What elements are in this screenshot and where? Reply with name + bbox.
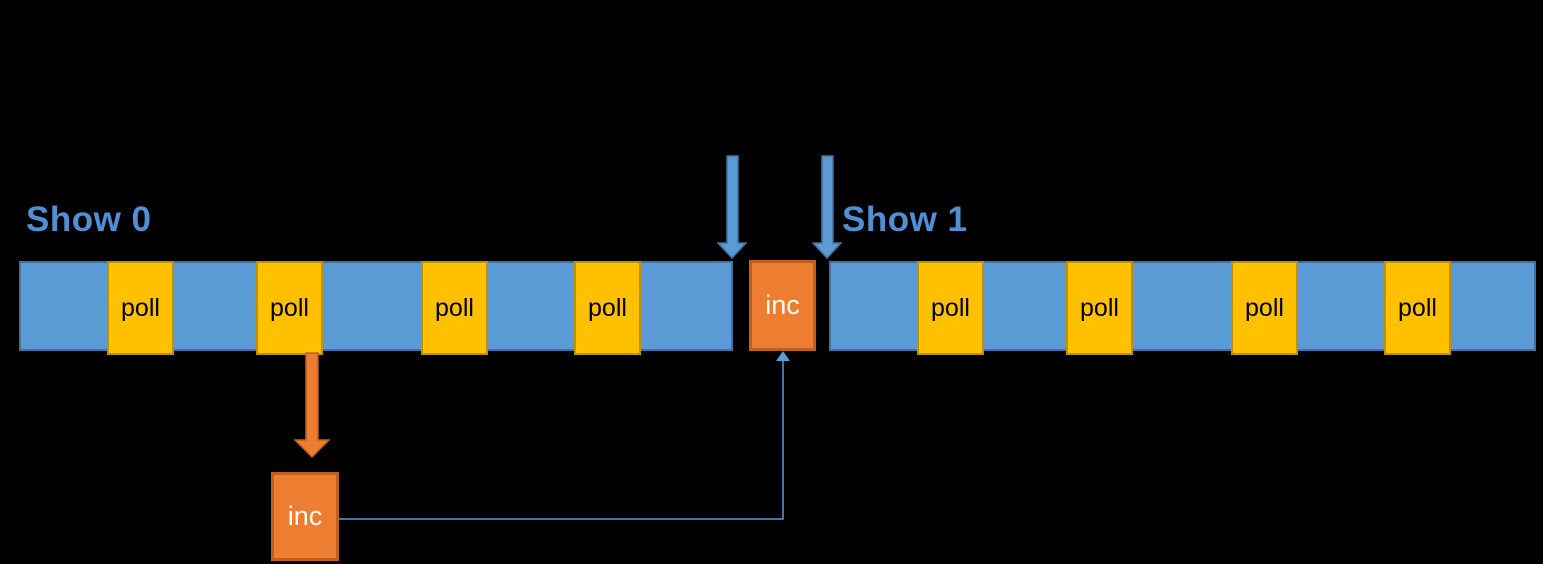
poll-box: poll: [421, 261, 488, 355]
poll-to-inc-arrow-icon: [294, 352, 330, 458]
down-arrow-icon: [717, 155, 747, 259]
timeline-show-0: poll poll poll poll: [19, 261, 733, 355]
inc-box-detached: inc: [271, 472, 339, 561]
show-1-title: Show 1: [842, 200, 968, 239]
poll-box: poll: [574, 261, 641, 355]
down-arrow-icon: [812, 155, 842, 259]
poll-box: poll: [107, 261, 174, 355]
poll-box: poll: [1066, 261, 1133, 355]
timeline-show-1: poll poll poll poll: [829, 261, 1536, 355]
poll-box: poll: [1231, 261, 1298, 355]
poll-box: poll: [256, 261, 323, 355]
inc-box-timeline: inc: [749, 260, 816, 351]
poll-box: poll: [1384, 261, 1451, 355]
inc-connector-arrow: [339, 351, 790, 520]
poll-box: poll: [917, 261, 984, 355]
show-0-title: Show 0: [26, 200, 152, 239]
